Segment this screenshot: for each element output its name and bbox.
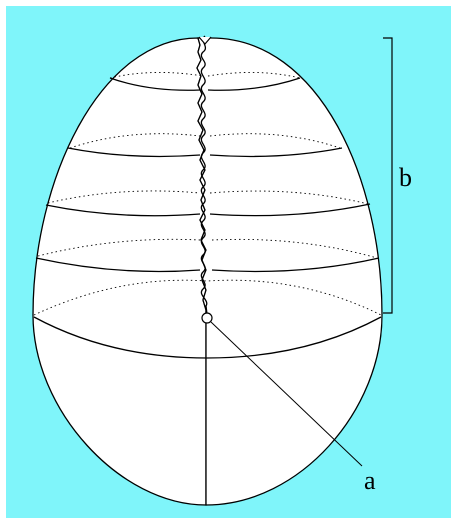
seam-end-circle	[202, 313, 212, 323]
label-a: a	[364, 466, 376, 495]
label-b: b	[399, 163, 412, 192]
